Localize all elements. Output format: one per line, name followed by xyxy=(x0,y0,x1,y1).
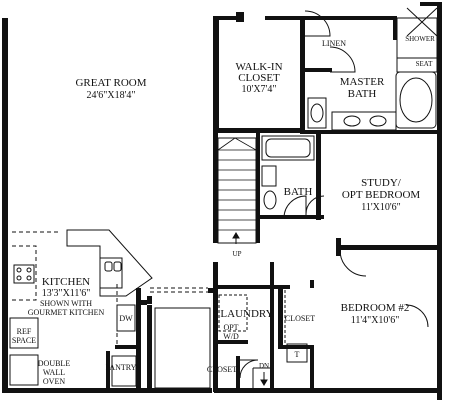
dn-label: DN xyxy=(259,362,269,370)
kitchen-label: KITCHEN xyxy=(42,276,90,288)
seat-label: SEAT xyxy=(416,60,433,68)
t-label: T xyxy=(295,350,300,359)
oven-label-3: OVEN xyxy=(43,377,65,386)
ref-space-label-1: REF xyxy=(17,327,32,336)
up-arrow-icon xyxy=(232,232,240,244)
great-room-dims: 24'6"X18'4" xyxy=(87,90,136,101)
linen-label: LINEN xyxy=(322,39,346,48)
master-bath-label-1: MASTER xyxy=(340,76,385,88)
fixtures xyxy=(9,7,439,389)
study-dims: 11'X10'6" xyxy=(361,202,401,213)
ref-space-label-2: SPACE xyxy=(12,336,36,345)
great-room-label: GREAT ROOM xyxy=(75,77,146,89)
kitchen-note-1: SHOWN WITH xyxy=(40,299,92,308)
walk-in-closet-label-2: CLOSET xyxy=(238,72,280,84)
kitchen-note-2: GOURMET KITCHEN xyxy=(28,308,105,317)
opt-wd-label-2: W/D xyxy=(223,332,239,341)
closet-bedroom-label: CLOSET xyxy=(285,314,315,323)
bath-label: BATH xyxy=(284,186,313,198)
laundry-label: LAUNDRY xyxy=(220,308,273,320)
oven-label-1: DOUBLE xyxy=(38,359,71,368)
study-label-1: STUDY/ xyxy=(361,177,402,189)
pantry-label: PANTRY xyxy=(106,363,137,372)
walk-in-closet-dims: 10'X7'4" xyxy=(242,84,277,95)
room-labels: GREAT ROOM 24'6"X18'4" WALK-IN CLOSET 10… xyxy=(12,35,435,386)
dw-label: DW xyxy=(119,314,133,323)
opt-wd-label-1: OPT xyxy=(223,323,238,332)
down-arrow-icon xyxy=(260,372,268,386)
bedroom2-label: BEDROOM #2 xyxy=(341,302,410,314)
study-label-2: OPT BEDROOM xyxy=(342,189,421,201)
kitchen-dims: 13'3"X11'6" xyxy=(42,288,91,299)
up-label: UP xyxy=(233,250,242,258)
master-bath-label-2: BATH xyxy=(348,88,377,100)
walk-in-closet-label-1: WALK-IN xyxy=(235,61,282,73)
walls xyxy=(2,2,442,400)
oven-label-2: WALL xyxy=(43,368,65,377)
shower-label: SHOWER xyxy=(405,35,435,43)
closet-laundry-label: CLOSET xyxy=(207,365,237,374)
bedroom2-dims: 11'4"X10'6" xyxy=(351,315,400,326)
